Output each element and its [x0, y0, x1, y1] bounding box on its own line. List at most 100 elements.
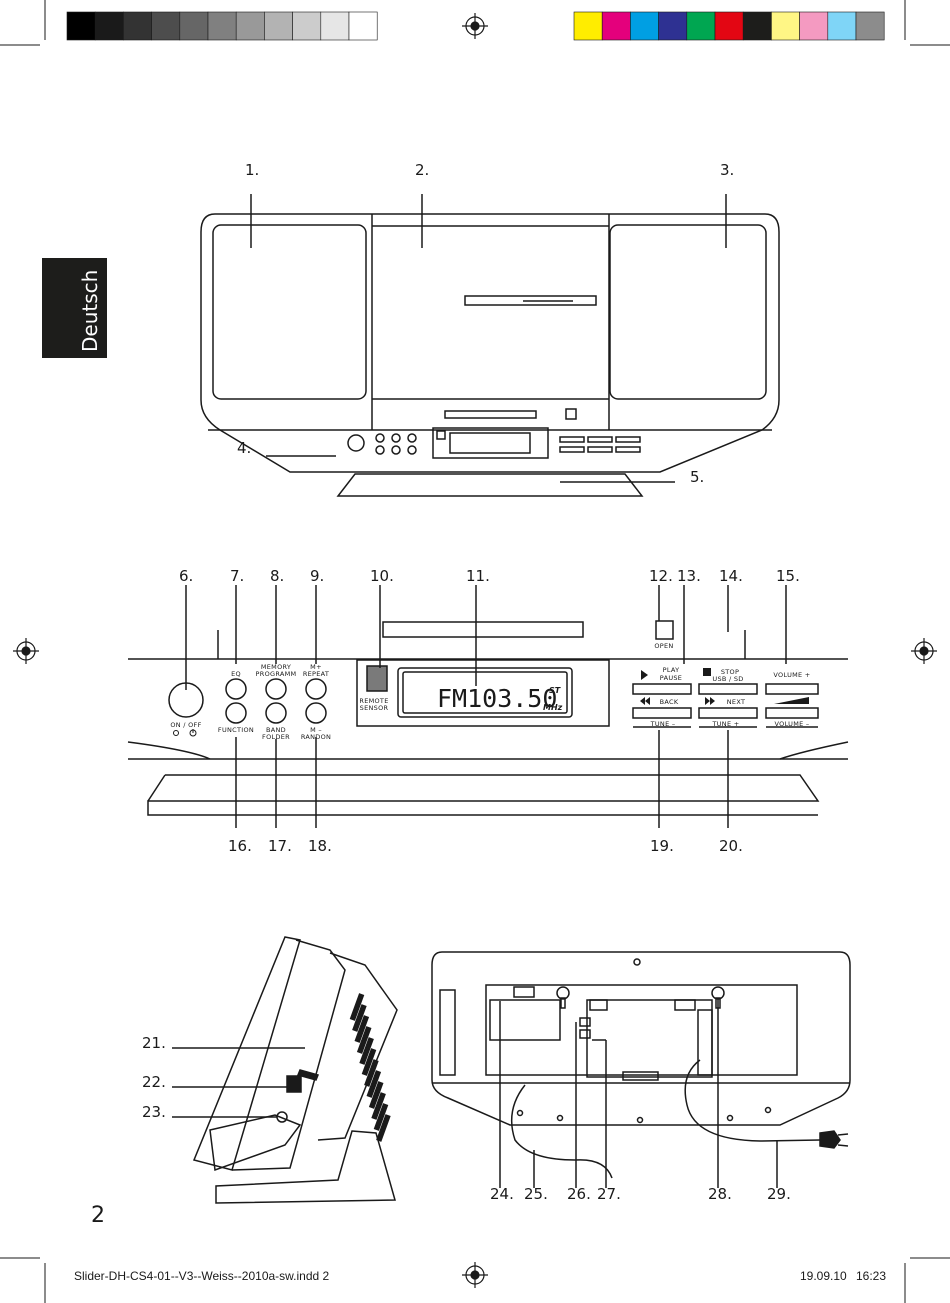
control-panel-diagram: [127, 585, 849, 828]
registration-mark-icon: [911, 638, 937, 664]
color-swatch: [601, 11, 631, 41]
color-swatch: [348, 11, 378, 41]
footer-filename: Slider-DH-CS4-01--V3--Weiss--2010a-sw.in…: [74, 1269, 330, 1283]
color-swatch: [207, 11, 237, 41]
standby-icon: [173, 729, 197, 737]
m-minus-label: M –: [310, 726, 322, 734]
callout-4: 4.: [237, 439, 251, 457]
callout-2: 2.: [415, 161, 429, 179]
tune-minus-label: TUNE –: [650, 720, 676, 728]
color-swatch: [123, 11, 152, 41]
open-label: OPEN: [654, 642, 673, 650]
color-swatch: [714, 11, 744, 41]
callout-28: 28.: [708, 1185, 732, 1203]
callout-12: 12.: [649, 567, 673, 585]
stop-label: STOP: [721, 668, 739, 676]
page-number: 2: [91, 1203, 105, 1228]
callout-5: 5.: [690, 468, 704, 486]
rewind-icon: [640, 697, 650, 705]
random-label: RANDON: [301, 733, 331, 741]
registration-mark-icon: [13, 638, 39, 664]
tune-plus-label: TUNE +: [711, 720, 739, 728]
callout-21: 21.: [142, 1034, 166, 1052]
color-bar: [573, 11, 885, 41]
usb-sd-label: USB / SD: [712, 675, 743, 683]
footer-time: 16:23: [856, 1269, 886, 1283]
callout-11: 11.: [466, 567, 490, 585]
language-tab-label: Deutsch: [78, 270, 102, 352]
callout-14: 14.: [719, 567, 743, 585]
color-swatch: [179, 11, 209, 41]
vent-slot: [349, 993, 365, 1021]
vent-slot: [373, 1103, 389, 1131]
eq-label: EQ: [231, 670, 241, 678]
color-swatch: [235, 11, 265, 41]
callout-29: 29.: [767, 1185, 791, 1203]
back-label: BACK: [660, 698, 679, 706]
callout-17: 17.: [268, 837, 292, 855]
color-swatch: [573, 11, 603, 41]
programm-label: PROGRAMM: [256, 670, 297, 678]
vent-slot: [376, 1114, 391, 1142]
color-swatch: [855, 11, 885, 41]
registration-mark-icon: [462, 1262, 488, 1288]
on-off-label: ON / OFF: [170, 721, 201, 729]
play-icon: [641, 670, 648, 680]
callout-23: 23.: [142, 1103, 166, 1121]
color-swatch: [320, 11, 350, 41]
vent-slot: [371, 1092, 386, 1120]
color-swatch: [742, 11, 772, 41]
rear-view-diagram: [431, 951, 851, 1188]
side-view-diagram: [172, 936, 398, 1204]
color-swatch: [658, 11, 688, 41]
display-frequency: FM103.50: [437, 684, 557, 713]
vent-slot: [366, 1070, 382, 1098]
function-label: FUNCTION: [218, 726, 254, 734]
callout-9: 9.: [310, 567, 324, 585]
callout-25: 25.: [524, 1185, 548, 1203]
language-tab[interactable]: Deutsch: [42, 258, 107, 358]
color-swatch: [264, 11, 293, 41]
display-stereo: ST: [549, 686, 561, 695]
callout-3: 3.: [720, 161, 734, 179]
registration-mark-icon: [462, 13, 488, 39]
color-swatch: [827, 11, 857, 41]
volume-plus-label: VOLUME +: [773, 671, 810, 679]
vent-slot: [359, 1037, 374, 1065]
footer-date: 19.09.10: [800, 1269, 847, 1283]
stop-icon: [703, 668, 711, 676]
callout-13: 13.: [677, 567, 701, 585]
vent-slot: [368, 1081, 384, 1109]
vent-slot: [364, 1059, 379, 1087]
callout-27: 27.: [597, 1185, 621, 1203]
volume-minus-label: VOLUME –: [775, 720, 810, 728]
vent-slots: [349, 993, 391, 1142]
grayscale-bar: [66, 11, 378, 41]
band-label: BAND: [266, 726, 286, 734]
color-swatch: [151, 11, 181, 41]
color-swatch: [771, 11, 800, 41]
sensor-label: SENSOR: [360, 704, 389, 712]
callout-22: 22.: [142, 1073, 166, 1091]
vent-slot: [356, 1026, 372, 1054]
callout-19: 19.: [650, 837, 674, 855]
color-swatch: [66, 11, 96, 41]
front-view-diagram: [200, 194, 780, 497]
pause-label: PAUSE: [660, 674, 682, 682]
play-label: PLAY: [663, 666, 680, 674]
color-swatch: [630, 11, 659, 41]
memory-label: MEMORY: [261, 663, 291, 671]
folder-label: FOLDER: [262, 733, 290, 741]
callout-7: 7.: [230, 567, 244, 585]
callout-16: 16.: [228, 837, 252, 855]
callout-1: 1.: [245, 161, 259, 179]
color-swatch: [94, 11, 124, 41]
fast-forward-icon: [705, 697, 715, 705]
callout-20: 20.: [719, 837, 743, 855]
callout-6: 6.: [179, 567, 193, 585]
callout-24: 24.: [490, 1185, 514, 1203]
remote-label: REMOTE: [359, 697, 388, 705]
color-swatch: [799, 11, 829, 41]
